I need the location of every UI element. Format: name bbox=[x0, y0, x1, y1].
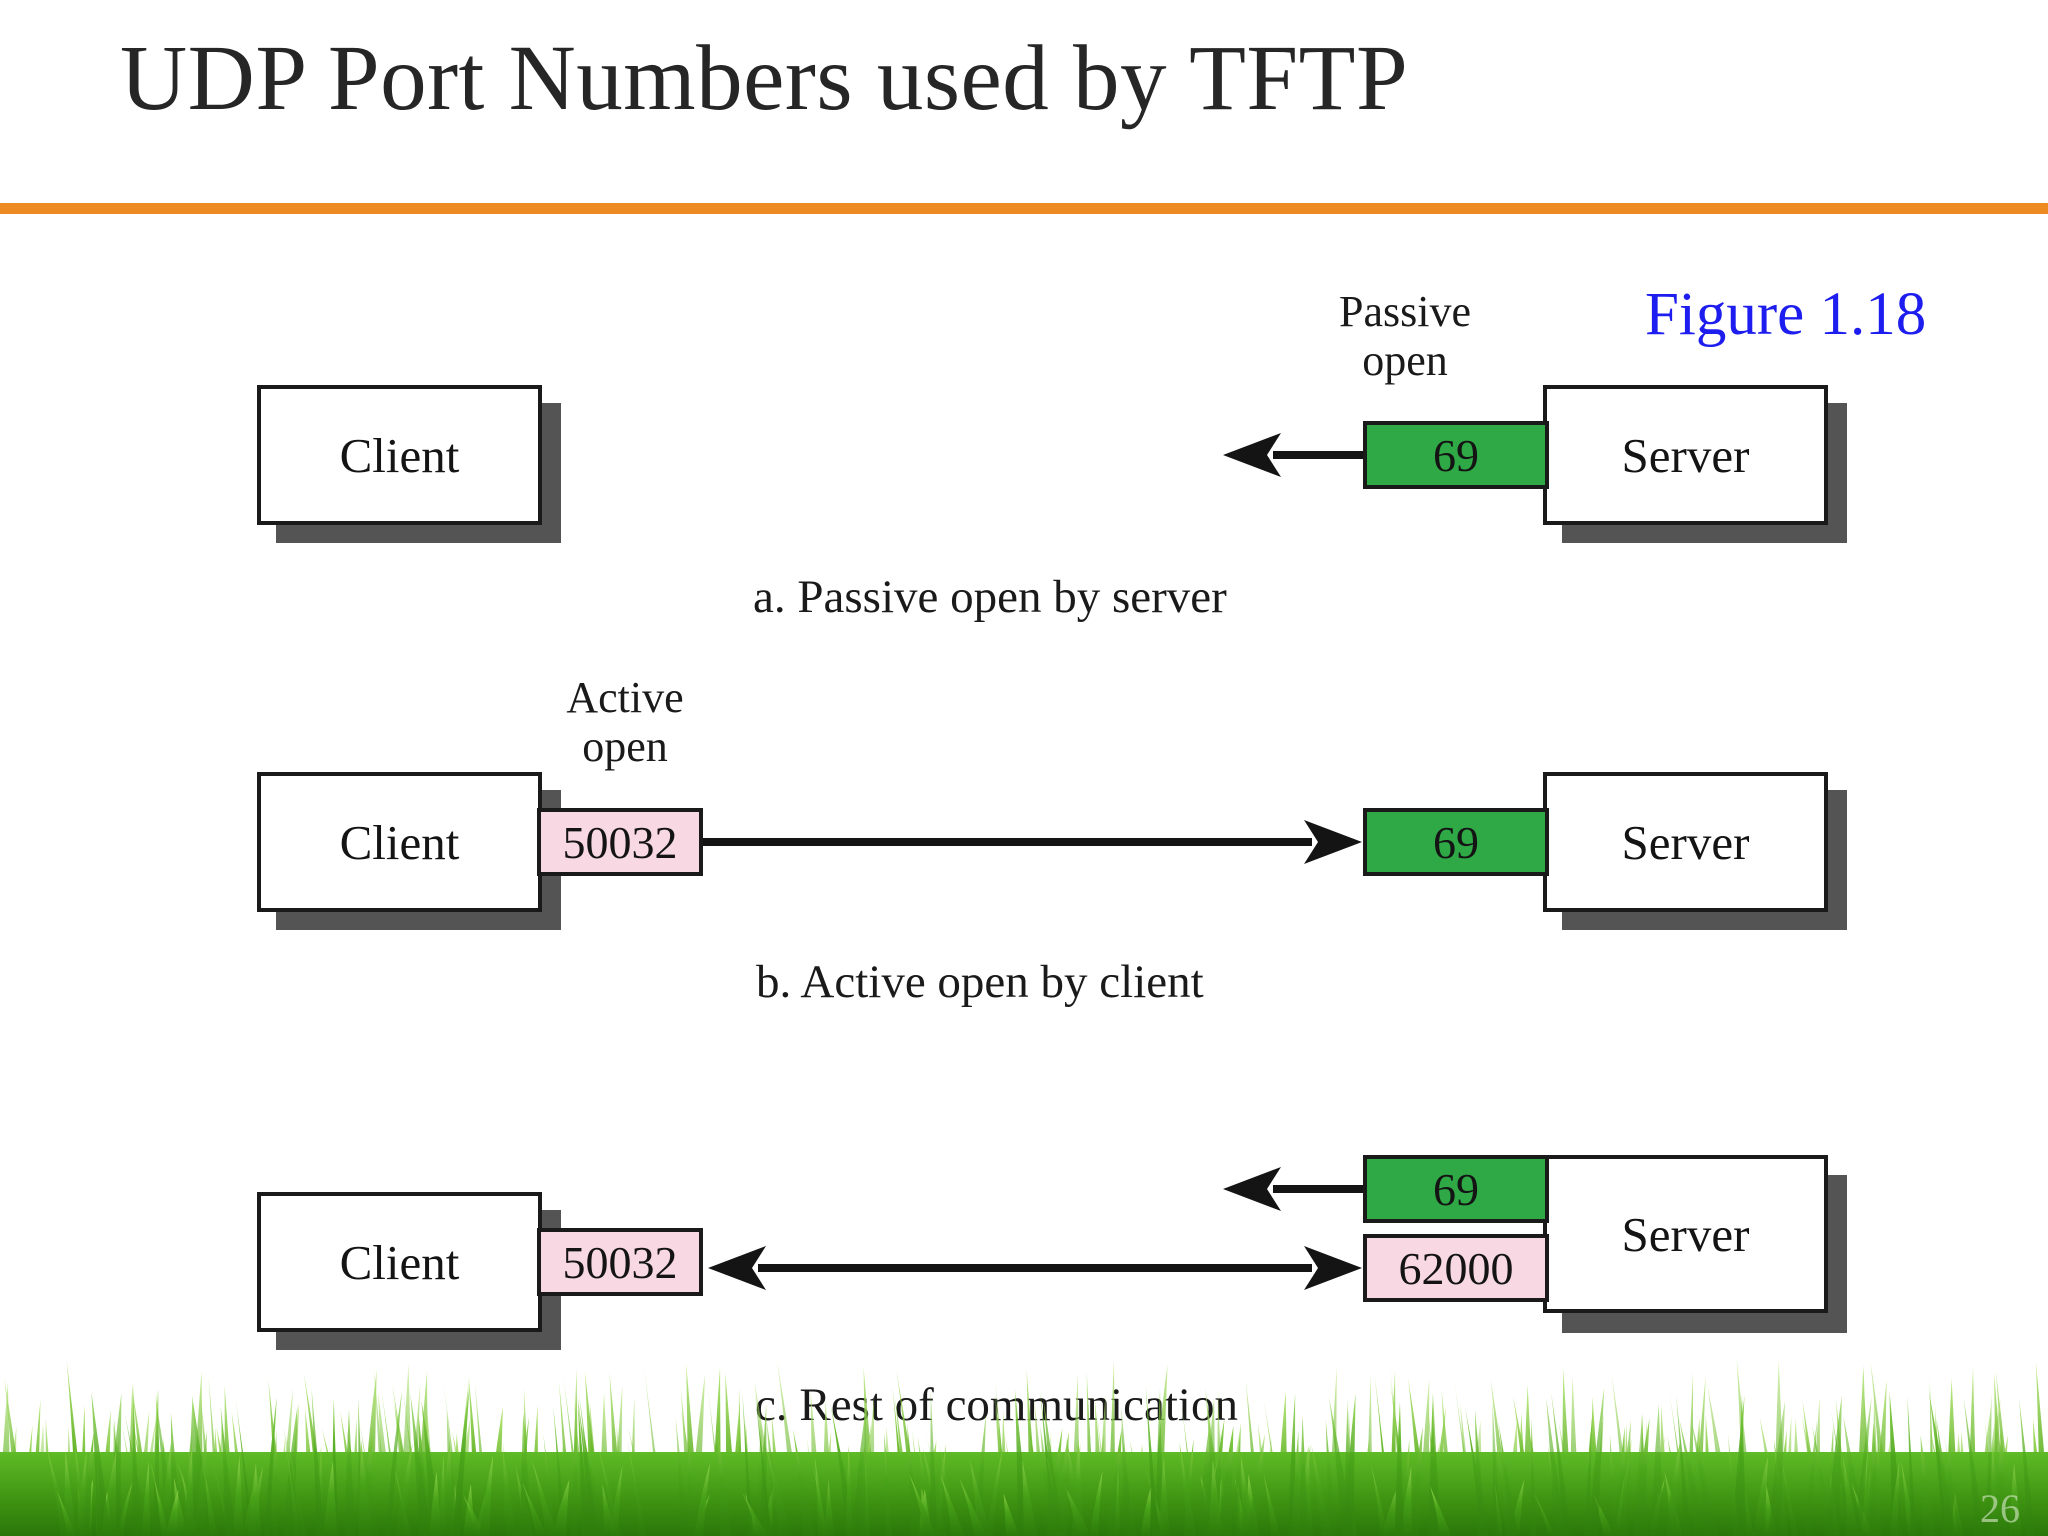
title-divider-rule bbox=[0, 203, 2048, 214]
panel-c-client-label: Client bbox=[339, 1234, 460, 1290]
panel-a-server-box: Server bbox=[1543, 385, 1828, 525]
panel-a-server-label: Server bbox=[1621, 427, 1750, 483]
panel-b-client-port-50032: 50032 bbox=[537, 808, 703, 876]
grass-blades-svg bbox=[0, 1358, 2048, 1536]
panel-b-caption: b. Active open by client bbox=[756, 956, 1204, 1008]
panel-a-port-69-value: 69 bbox=[1433, 429, 1479, 481]
panel-c-server-port-69: 69 bbox=[1363, 1155, 1549, 1223]
panel-c-arrow-left bbox=[1223, 1167, 1370, 1211]
panel-a-client-label: Client bbox=[339, 427, 460, 483]
panel-c-port-69-value: 69 bbox=[1433, 1163, 1479, 1215]
page-number: 26 bbox=[1980, 1486, 2020, 1531]
panel-b-port-50032-value: 50032 bbox=[562, 816, 678, 868]
panel-c-port-50032-value: 50032 bbox=[562, 1236, 678, 1288]
panel-c-port-62000-value: 62000 bbox=[1398, 1242, 1514, 1294]
panel-b-server-label: Server bbox=[1621, 814, 1750, 870]
panel-a-passive-open-label: Passive open bbox=[1339, 287, 1471, 386]
panel-c-client-box: Client bbox=[257, 1192, 542, 1332]
grass-decoration: 26 bbox=[0, 1346, 2048, 1536]
panel-c-server-label: Server bbox=[1621, 1206, 1750, 1262]
panel-b-server-port-69: 69 bbox=[1363, 808, 1549, 876]
panel-a-caption: a. Passive open by server bbox=[753, 571, 1227, 623]
panel-a-arrow-left bbox=[1223, 433, 1370, 477]
panel-c-arrow-bidirectional bbox=[708, 1246, 1362, 1290]
panel-c-server-port-62000: 62000 bbox=[1363, 1234, 1549, 1302]
panel-a-client-box: Client bbox=[257, 385, 542, 525]
panel-b-port-69-value: 69 bbox=[1433, 816, 1479, 868]
panel-b-server-box: Server bbox=[1543, 772, 1828, 912]
panel-a-server-port-69: 69 bbox=[1363, 421, 1549, 489]
panel-c-server-box: Server bbox=[1543, 1155, 1828, 1313]
figure-label: Figure 1.18 bbox=[1645, 281, 1927, 348]
panel-b-arrow-right bbox=[702, 820, 1362, 864]
panel-c-client-port-50032: 50032 bbox=[537, 1228, 703, 1296]
page-title: UDP Port Numbers used by TFTP bbox=[120, 27, 1409, 130]
panel-b-active-open-label: Active open bbox=[566, 673, 684, 772]
panel-b-client-label: Client bbox=[339, 814, 460, 870]
panel-b-client-box: Client bbox=[257, 772, 542, 912]
